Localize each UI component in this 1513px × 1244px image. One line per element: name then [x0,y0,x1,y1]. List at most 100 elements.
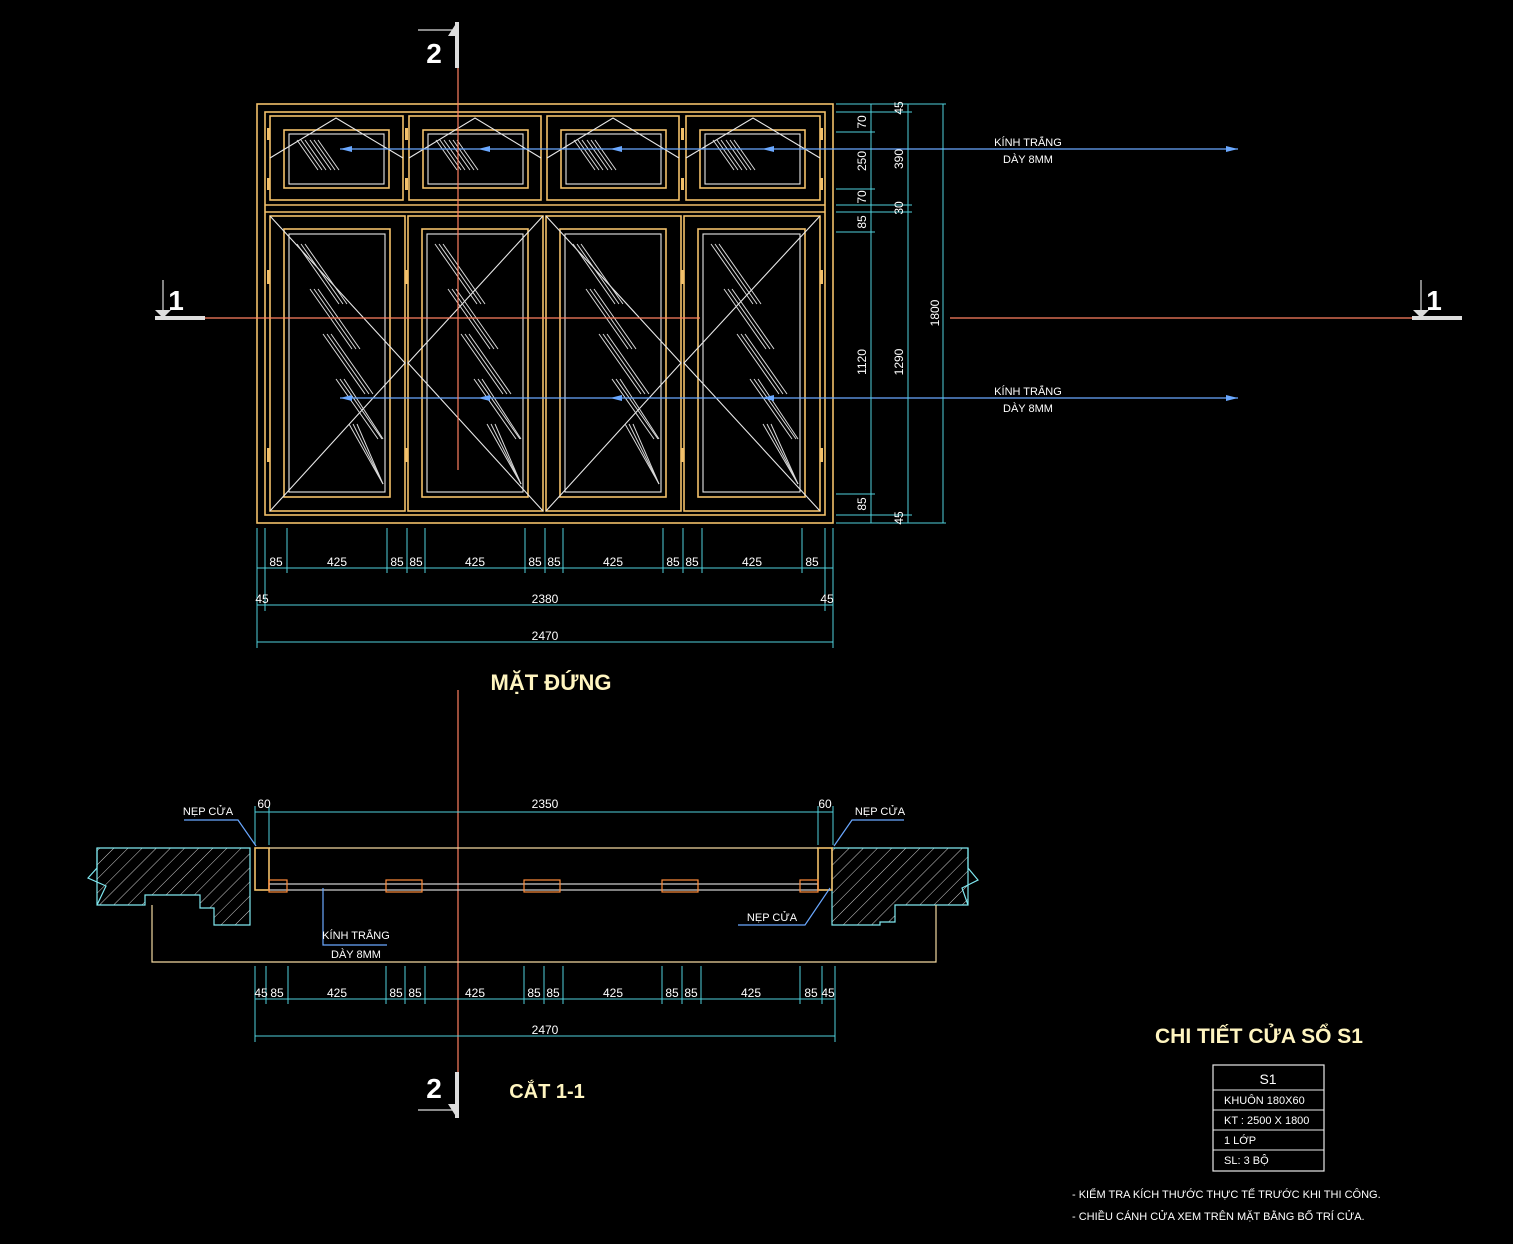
label-nep-cua-right: NẸP CỬA [855,805,906,818]
wall-left [96,847,251,926]
dim-r-inner-2: 250 [855,151,869,171]
spec-table-header: S1 [1259,1071,1276,1087]
label-nep-cua-bottom: NẸP CỬA [747,911,798,924]
dim-b1-6: 85 [528,555,542,569]
dim-r-mid-3: 30 [892,201,906,215]
glass-hatch-mark [619,378,660,440]
dim-b1-9: 85 [666,555,680,569]
section-top-dim-lines [254,806,834,845]
glass-hatch-mark [481,378,522,440]
dim-b1-8: 425 [603,555,623,569]
dim-b2-1: 45 [255,592,269,606]
detail-title: CHI TIẾT CỬA SỔ S1 [1155,1024,1363,1048]
section-mark-2-top: 2 [418,22,459,69]
dim-b1-11: 425 [742,555,762,569]
top-glass-4 [704,133,801,185]
bottom-glass-2 [426,233,524,493]
glass-hatch-mark [339,378,383,440]
dim-r-mid-5: 45 [892,511,906,525]
frame-right-section [817,847,833,891]
section-dim-top-1: 60 [257,797,271,811]
dim-b2-3: 45 [820,592,834,606]
sash-joints [268,879,819,893]
glass-hatch-mark [585,288,629,350]
leader-nep-cua-bottom [738,887,831,926]
top-opening-line-4 [685,117,821,159]
glass-hatch-mark [586,139,609,171]
top-glass-2 [427,133,524,185]
section-dim-top-3: 60 [818,797,832,811]
glass-hatch-mark [581,139,604,171]
glass-hatch-mark [770,423,799,485]
section-label-1-left: 1 [168,285,184,316]
section-label-1-right: 1 [1426,285,1442,316]
glass-hatch-mark [456,139,479,171]
leader-nep-cua-left [184,819,257,847]
section-glass-note-line2: DÀY 8MM [331,948,381,961]
glass-hatch-mark [442,243,486,305]
glass-hatch-mark [718,243,762,305]
dim-b2-2: 2380 [532,592,559,606]
dim-r-inner-6: 85 [855,497,869,511]
wall-left-break [87,848,107,906]
glass-hatch-mark [580,243,624,305]
dim-r-inner-5: 1120 [855,349,869,375]
opening-line-1 [269,215,406,512]
glass-note-bottom-line2: DÀY 8MM [1003,402,1053,415]
glass-hatch-mark [611,378,655,440]
glass-hatch-mark [356,423,384,485]
glass-hatch-mark [572,243,616,305]
dim-b1-2: 425 [327,555,347,569]
leader-glass-section [322,888,387,946]
glass-hatch-mark [590,139,613,171]
glass-hatch-mark [317,139,340,171]
note-line-2: - CHIỀU CÁNH CỬA XEM TRÊN MẶT BẰNG BỐ TR… [1072,1209,1365,1223]
dim-b1-1: 85 [269,555,283,569]
glass-hatch-mark [448,139,471,171]
section-glass-note-line1: KÍNH TRẮNG [322,929,390,942]
section-label-2-top: 2 [426,38,442,69]
glass-hatch-mark [447,288,491,350]
top-glass-3 [565,133,662,185]
glass-hatch-mark [624,423,660,485]
glass-hatch-mark [477,378,521,440]
dim-r-mid-1: 45 [892,101,906,115]
section-axes [200,68,1415,1085]
glass-hatch-mark [731,288,775,350]
sdim-12: 425 [741,986,761,1000]
sdim-4: 85 [389,986,403,1000]
glass-hatch-mark [712,139,735,171]
sdim-7: 85 [527,986,541,1000]
glass-hatch-mark [317,288,361,350]
outer-frame [256,103,834,524]
dim-r-mid-2: 390 [892,149,906,169]
glass-hatch-mark [326,333,370,395]
glass-hatch-mark [335,378,379,440]
section-view: 60 2350 60 NẸP CỬA NẸP CỬA NẸP CỬA KÍNH … [87,797,979,1103]
glass-hatch-mark [723,288,767,350]
glass-hatch-mark [304,243,348,305]
leader-nep-cua-right [833,819,904,847]
detail-block: CHI TIẾT CỬA SỔ S1 S1 KHUÔN 180X60 KT : … [1072,1024,1381,1223]
sdim-5: 85 [408,986,422,1000]
section-dim-total: 2470 [532,1023,559,1037]
glass-hatch-mark [452,139,475,171]
glass-hatch-mark [343,378,384,440]
glass-hatch-mark [744,333,788,395]
label-nep-cua-left: NẸP CỬA [183,805,234,818]
opening-line-3 [545,215,682,512]
glass-hatch-mark [632,423,660,485]
top-glass-frame-4 [699,129,806,189]
glass-hatch-mark [464,333,508,395]
glass-hatch-mark [486,423,522,485]
glass-hatch-mark [300,243,344,305]
glass-hatch-mark [615,378,659,440]
note-line-1: - KIỂM TRA KÍCH THƯỚC THỰC TẾ TRƯỚC KHI … [1072,1188,1381,1201]
opening-line-4 [683,215,821,512]
glass-hatch-mark [330,333,374,395]
glass-hatch-mark [710,243,754,305]
top-opening-line-2 [408,117,542,159]
section-mark-2-bottom: 2 [418,1072,459,1118]
section-bottom-dim-row1: 45 85 425 85 85 425 85 85 425 85 85 425 … [254,986,835,1000]
bottom-glass-frame-3 [559,228,667,498]
